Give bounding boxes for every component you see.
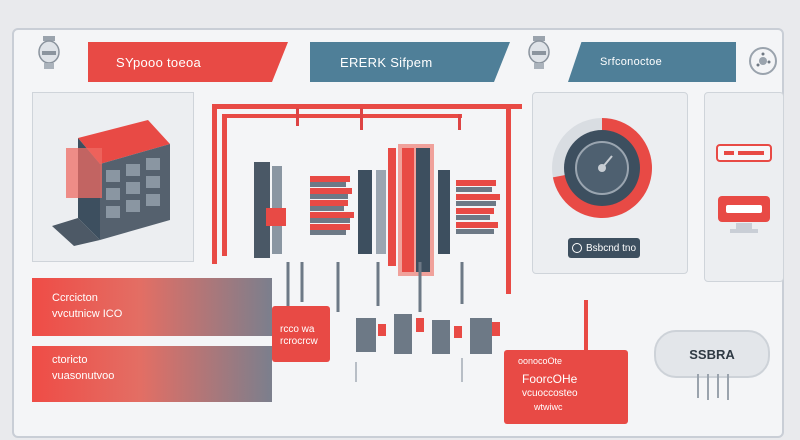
pipe-line — [458, 114, 461, 130]
header-title-right-label: Srfconoctoe — [600, 56, 663, 68]
status-card-2-value: vuasonutvoo — [52, 370, 115, 382]
lamp-icon — [38, 36, 60, 69]
status-card-1[interactable]: Ccrcicton vvcutnicw ICO — [32, 278, 272, 336]
gauge-badge: Bsbcnd tno — [568, 238, 640, 258]
info-card[interactable]: oonocoOte FoorcOHe vcuoccosteo wtwiwc — [504, 350, 628, 424]
settings-dial-icon[interactable] — [748, 46, 778, 76]
gauge-icon — [552, 118, 652, 218]
pipe-line — [222, 116, 227, 256]
info-card-line2: FoorcOHe — [522, 372, 578, 386]
module-badge-line2: rcrocrcw — [280, 336, 318, 347]
status-dot-icon — [571, 243, 582, 253]
status-card-2[interactable]: ctoricto vuasonutvoo — [32, 346, 272, 402]
pipe-line — [296, 108, 299, 126]
header-title-center[interactable]: ERERK Sifpem — [310, 42, 510, 82]
connector-pins — [697, 374, 729, 400]
card-icon[interactable] — [716, 144, 772, 162]
status-card-1-title: Ccrcicton — [52, 292, 98, 304]
side-panel — [704, 92, 784, 282]
header-title-left-label: SYpooo toeoa — [116, 54, 202, 70]
monitor-icon[interactable] — [718, 196, 770, 236]
module-badge-line1: rcco wa — [280, 324, 315, 335]
pipe-line — [584, 300, 588, 352]
module-badge[interactable]: rcco wa rcrocrcw — [272, 306, 330, 362]
info-card-line3: vcuoccosteo — [522, 388, 578, 399]
connector-array — [286, 262, 500, 382]
device-tag[interactable]: SSBRA — [654, 330, 770, 378]
pipe-line — [222, 114, 462, 118]
pipe-line — [506, 104, 511, 294]
header-title-center-label: ERERK Sifpem — [340, 54, 433, 70]
server-rack-icon — [52, 120, 170, 246]
pipe-line — [212, 104, 522, 109]
status-card-2-title: ctoricto — [52, 354, 88, 366]
info-card-line4: wtwiwc — [534, 402, 563, 412]
pipe-line — [360, 108, 363, 130]
gauge-badge-label: Bsbcnd tno — [585, 242, 637, 254]
lamp-icon — [528, 36, 550, 69]
status-card-1-value: vvcutnicw ICO — [52, 308, 123, 320]
header-title-left[interactable]: SYpooo toeoa — [88, 42, 288, 82]
machinery-diagram — [254, 144, 500, 276]
header-title-right[interactable]: Srfconoctoe — [568, 42, 736, 82]
info-card-line1: oonocoOte — [518, 356, 563, 366]
pipe-line — [212, 108, 217, 264]
device-tag-label: SSBRA — [689, 346, 735, 362]
